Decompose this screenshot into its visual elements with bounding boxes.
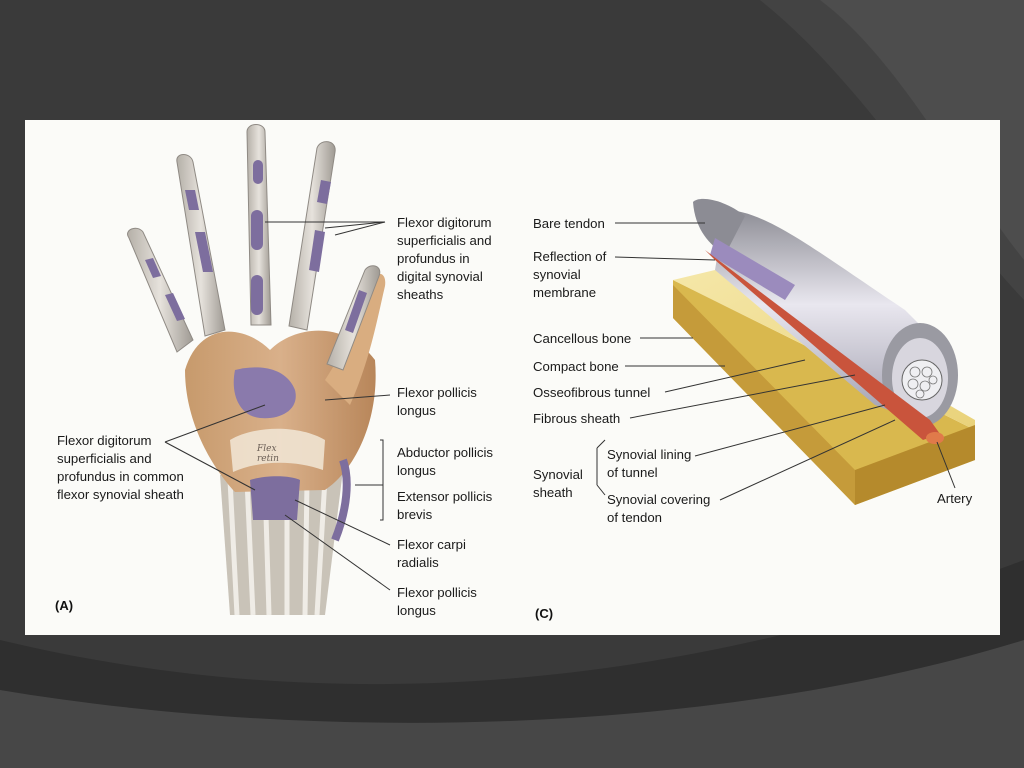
label-synovial-covering: Synovial covering of tendon (607, 492, 711, 525)
panel-c-leader-lines (596, 222, 956, 501)
label-bare-tendon: Bare tendon (533, 216, 605, 231)
label-extensor-pollicis-brevis: Extensor pollicis brevis (397, 489, 493, 522)
label-artery: Artery (937, 491, 973, 506)
label-flexor-carpi-radialis: Flexor carpi radialis (397, 537, 466, 570)
label-flexor-pollicis-longus-top: Flexor pollicis longus (397, 385, 477, 418)
label-abductor-pollicis-longus: Abductor pollicis longus (397, 445, 494, 478)
label-compact-bone: Compact bone (533, 359, 619, 374)
label-reflection-synovial-membrane: Reflection of synovial membrane (533, 249, 607, 300)
label-fds-fdp-digital-sheaths: Flexor digitorum superficialis and profu… (397, 215, 492, 302)
label-synovial-sheath: Synovial sheath (533, 467, 583, 500)
label-synovial-lining: Synovial lining of tunnel (607, 447, 692, 480)
label-flexor-pollicis-longus-bottom: Flexor pollicis longus (397, 585, 477, 618)
figure-artwork (127, 124, 975, 616)
hand-illustration (127, 124, 386, 616)
anatomy-figure: Flexor digitorum superficialis and profu… (25, 120, 1000, 635)
panel-c-tag: (C) (535, 606, 554, 621)
label-fds-fdp-common-sheath: Flexor digitorum superficialis and profu… (57, 433, 184, 502)
tendon-sheath-illustration (673, 198, 975, 505)
label-cancellous-bone: Cancellous bone (533, 331, 632, 346)
label-osseofibrous-tunnel: Osseofibrous tunnel (533, 385, 651, 400)
label-retinaculum-inline: Flex retin (257, 444, 279, 464)
label-fibrous-sheath: Fibrous sheath (533, 411, 621, 426)
panel-a-tag: (A) (55, 598, 74, 613)
panel-a-leader-lines (164, 221, 391, 591)
